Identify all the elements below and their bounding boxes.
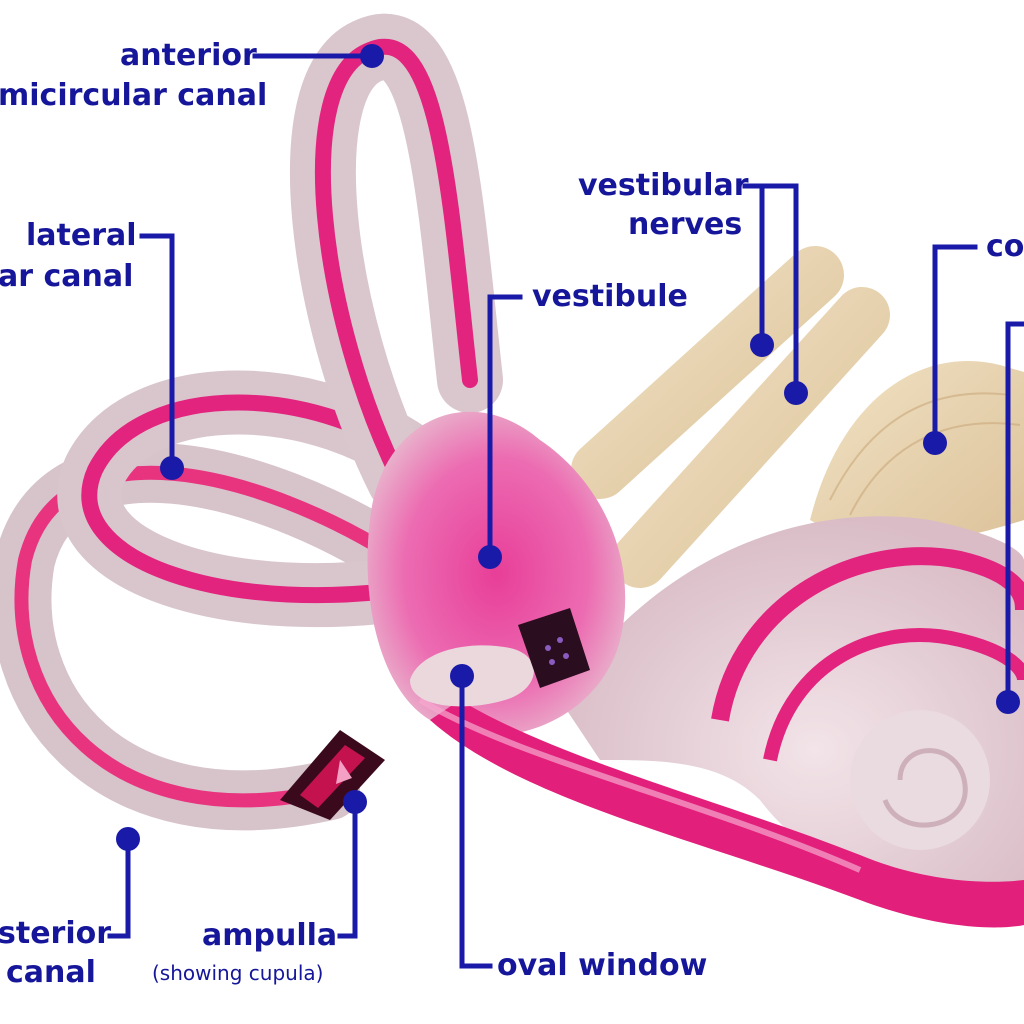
vestibule-body: [367, 411, 1024, 928]
dot-oval-window: [450, 664, 474, 688]
leader-vestibule: [487, 294, 523, 560]
dot-ampulla: [343, 790, 367, 814]
label-anterior-2: micircular canal: [0, 78, 268, 113]
label-lateral-2: ar canal: [0, 259, 134, 294]
vestibular-nerve-upper: [571, 246, 844, 499]
leader-vestibular-b: [759, 183, 799, 396]
dot-vestibular-a: [750, 333, 774, 357]
dot-lateral: [160, 456, 184, 480]
ampulla-shape: [280, 730, 385, 820]
label-anterior-1: anterior: [120, 38, 257, 73]
lateral-canal: [57, 370, 462, 628]
dot-posterior: [116, 827, 140, 851]
leader-ampulla: [337, 799, 358, 939]
label-vestibular-1: vestibular: [578, 168, 749, 203]
label-oval-window: oval window: [497, 948, 708, 983]
dot-vestibular-b: [784, 381, 808, 405]
leader-oval-window: [459, 673, 493, 969]
dot-cochlear-nerve: [923, 431, 947, 455]
cochlea: [560, 516, 1024, 906]
label-vestibule: vestibule: [532, 279, 688, 314]
dot-vestibule: [478, 545, 502, 569]
vestibule-window-dark: [518, 608, 590, 688]
label-cochlear: co: [986, 229, 1024, 264]
label-vestibular-2: nerves: [628, 207, 743, 242]
dot-anterior: [360, 44, 384, 68]
vestibular-nerve-lower: [612, 287, 890, 588]
leader-cochlear-nerve: [932, 244, 978, 446]
label-posterior-1: sterior: [0, 916, 112, 951]
label-ampulla-note: (showing cupula): [152, 961, 324, 985]
cochlea-apex: [850, 710, 990, 850]
label-ampulla: ampulla: [202, 918, 338, 953]
leader-lines: [107, 44, 1024, 969]
label-lateral-1: lateral: [26, 218, 137, 253]
dot-cochlea: [996, 690, 1020, 714]
leader-cochlea: [1005, 321, 1024, 705]
posterior-canal: [0, 442, 430, 831]
leader-posterior: [107, 836, 131, 939]
leader-lateral: [139, 233, 175, 471]
label-posterior-2: canal: [6, 955, 96, 990]
cochlear-nerve: [810, 360, 1024, 544]
nerves: [571, 246, 1024, 588]
